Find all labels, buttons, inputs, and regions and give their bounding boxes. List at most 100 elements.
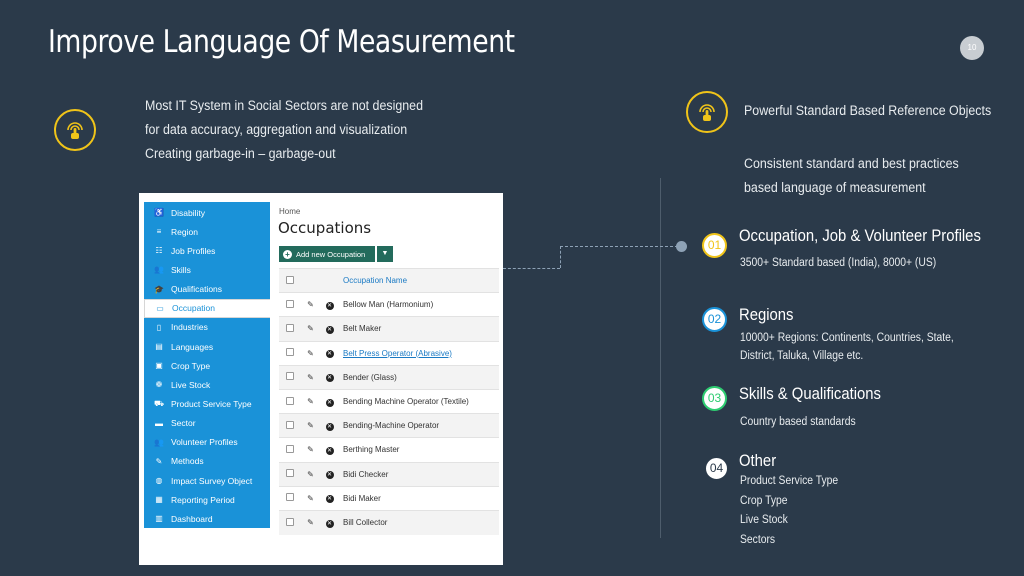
sidebar-item-live-stock[interactable]: ❁Live Stock (144, 375, 270, 394)
edit-icon[interactable]: ✎ (307, 348, 314, 358)
row-checkbox[interactable] (286, 444, 294, 453)
row-checkbox[interactable] (286, 299, 294, 308)
cart-icon: ⛟ (153, 399, 165, 408)
delete-icon[interactable]: ✕ (325, 398, 334, 407)
row-checkbox[interactable] (286, 372, 294, 381)
row-checkbox[interactable] (286, 493, 294, 502)
feature-description: Product Service Type Crop Type Live Stoc… (740, 472, 838, 550)
sidebar-item-label: Sector (171, 418, 196, 429)
table-row: ✎ ✕ Bellow Man (Harmonium) (279, 292, 499, 317)
building-icon: ▯ (156, 322, 162, 332)
edit-icon[interactable]: ✎ (307, 493, 314, 503)
reference-title: Powerful Standard Based Reference Object… (744, 103, 992, 118)
occupation-name-cell[interactable]: Belt Maker (339, 316, 499, 342)
sidebar-item-crop-type[interactable]: ▣Crop Type (144, 356, 270, 375)
intro-text: Most IT System in Social Sectors are not… (145, 94, 423, 166)
feature-title: Occupation, Job & Volunteer Profiles (739, 227, 981, 245)
caret-down-icon: ▼ (381, 250, 389, 257)
sidebar-item-occupation[interactable]: ▭Occupation (144, 298, 270, 318)
intro-line: Most IT System in Social Sectors are not… (145, 98, 423, 113)
sidebar-item-sector[interactable]: ▬Sector (144, 414, 270, 433)
list-icon: ≡ (156, 227, 162, 237)
breadcrumb[interactable]: Home (279, 207, 301, 216)
add-occupation-button[interactable]: + Add new Occupation (279, 246, 375, 262)
occupation-name-cell[interactable]: Bending-Machine Operator (339, 413, 499, 438)
sidebar-item-label: Industries (171, 322, 208, 333)
feature-desc-line: Sectors (740, 533, 776, 546)
sidebar-item-region[interactable]: ≡ Region (144, 222, 270, 241)
sidebar-item-volunteer-profiles[interactable]: 👥Volunteer Profiles (144, 433, 270, 452)
occupation-name-cell[interactable]: Bellow Man (Harmonium) (339, 292, 499, 317)
row-checkbox[interactable] (286, 517, 294, 526)
occupation-name-cell[interactable]: Bidi Checker (339, 461, 499, 487)
occupation-name-cell[interactable]: Berthing Master (339, 437, 499, 462)
table-row: ✎ ✕ Bidi Maker (279, 485, 499, 511)
dropdown-caret-button[interactable]: ▼ (377, 246, 393, 262)
sidebar-item-label: Qualifications (171, 284, 223, 295)
table-row: ✎ ✕ Bending Machine Operator (Textile) (279, 388, 499, 414)
edit-icon[interactable]: ✎ (307, 445, 314, 455)
delete-icon[interactable]: ✕ (325, 301, 334, 310)
row-checkbox[interactable] (286, 323, 294, 332)
sidebar-item-reporting-period[interactable]: ▦Reporting Period (144, 490, 270, 509)
feature-number-badge: 01 (702, 233, 727, 258)
occupation-name-cell[interactable]: Bill Collector (339, 509, 499, 535)
row-checkbox[interactable] (286, 469, 294, 478)
occupation-name-cell[interactable]: Bending Machine Operator (Textile) (339, 388, 499, 414)
delete-icon[interactable]: ✕ (325, 350, 334, 359)
column-header-occupation-name[interactable]: Occupation Name (339, 267, 499, 293)
delete-icon[interactable]: ✕ (325, 519, 334, 528)
row-checkbox[interactable] (286, 348, 294, 357)
occupation-name-cell[interactable]: Belt Press Operator (Abrasive) (339, 340, 499, 366)
table-row: ✎ ✕ Belt Maker (279, 316, 499, 342)
edit-icon[interactable]: ✎ (307, 421, 314, 431)
sidebar-item-disability[interactable]: ♿Disability (144, 203, 270, 222)
calendar-icon: ▦ (155, 495, 163, 505)
sidebar-panel (144, 202, 270, 528)
feature-desc-line: 10000+ Regions: Continents, Countries, S… (740, 332, 954, 344)
touch-icon (54, 109, 96, 151)
delete-icon[interactable]: ✕ (325, 374, 334, 383)
feature-desc-line: District, Taluka, Village etc. (740, 350, 864, 362)
delete-icon[interactable]: ✕ (325, 422, 334, 431)
edit-icon[interactable]: ✎ (307, 469, 314, 479)
table-row: ✎ ✕ Berthing Master (279, 437, 499, 462)
sidebar-item-label: Methods (171, 456, 204, 467)
connector-line (503, 268, 560, 269)
edit-icon[interactable]: ✎ (307, 372, 314, 382)
feature-title: Other (739, 452, 777, 470)
sidebar-item-methods[interactable]: ✎ Methods (144, 452, 270, 471)
delete-icon[interactable]: ✕ (325, 325, 334, 334)
feature-description: Country based standards (740, 413, 856, 431)
edit-icon[interactable]: ✎ (307, 324, 314, 334)
occupation-name: Bidi Checker (343, 469, 389, 479)
connector-dot (676, 241, 687, 252)
select-all-checkbox[interactable] (286, 275, 294, 284)
occupation-name-cell[interactable]: Bender (Glass) (339, 364, 499, 390)
edit-icon[interactable]: ✎ (307, 397, 314, 407)
sidebar-item-label: Region (171, 226, 198, 237)
wrench-icon: ✎ (155, 456, 163, 466)
sidebar-item-product-service-type[interactable]: ⛟Product Service Type (144, 395, 270, 414)
delete-icon[interactable]: ✕ (325, 495, 334, 504)
delete-icon[interactable]: ✕ (325, 446, 334, 455)
sidebar-item-skills[interactable]: 👥Skills (144, 260, 270, 279)
users-icon: 👥 (154, 437, 164, 447)
sidebar-item-impact-survey-object[interactable]: ◍Impact Survey Object (144, 471, 270, 490)
reference-description: Consistent standard and best practices b… (744, 152, 959, 200)
sidebar-item-dashboard[interactable]: ▥Dashboard (144, 509, 270, 528)
connector-line (560, 246, 561, 268)
sidebar-item-industries[interactable]: ▯ Industries (144, 318, 270, 337)
occupation-name[interactable]: Belt Press Operator (Abrasive) (343, 348, 452, 358)
sidebar-item-job-profiles[interactable]: ☷Job Profiles (144, 241, 270, 260)
row-checkbox[interactable] (286, 420, 294, 429)
edit-icon[interactable]: ✎ (307, 518, 314, 528)
occupation-name: Bellow Man (Harmonium) (343, 300, 434, 310)
delete-icon[interactable]: ✕ (325, 471, 334, 480)
sidebar-item-languages[interactable]: ▤Languages (144, 337, 270, 356)
sidebar-item-qualifications[interactable]: 🎓Qualifications (144, 280, 270, 299)
edit-icon[interactable]: ✎ (307, 300, 314, 310)
row-checkbox[interactable] (286, 396, 294, 405)
occupation-name-cell[interactable]: Bidi Maker (339, 485, 499, 511)
sidebar-item-label: Languages (171, 341, 214, 352)
